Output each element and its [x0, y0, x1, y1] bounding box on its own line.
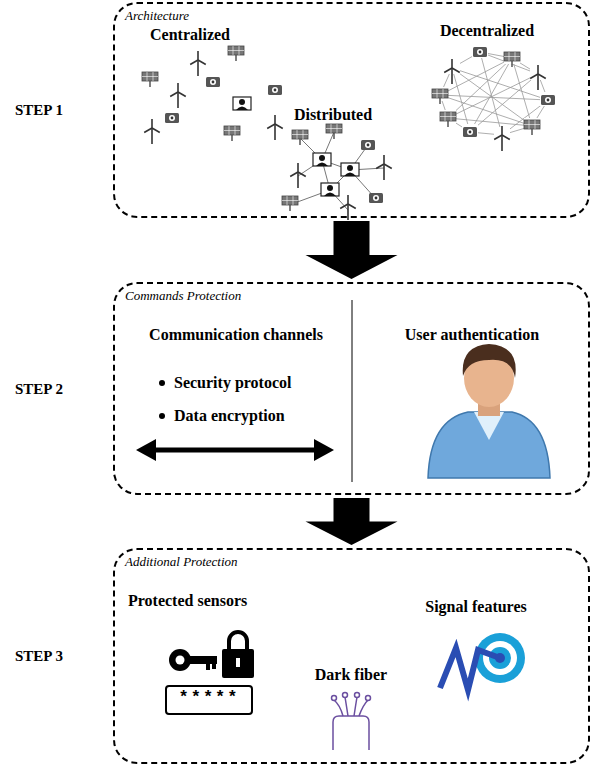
item-label: Decentralized — [440, 22, 534, 40]
mesh-device — [463, 127, 477, 137]
password-field — [166, 686, 252, 714]
item-label: Centralized — [150, 26, 230, 44]
step-label: STEP 1 — [15, 102, 63, 119]
item-label: Distributed — [294, 106, 372, 124]
panel-heading: Commands Protection — [125, 288, 241, 304]
mesh-device — [444, 59, 460, 84]
block-arrow — [306, 221, 398, 279]
double-arrow — [136, 439, 334, 461]
mesh-link — [448, 118, 532, 126]
divider-line — [352, 300, 353, 482]
distributed-network — [282, 124, 392, 220]
mesh-device — [494, 126, 510, 151]
mesh-device — [504, 52, 520, 67]
mesh-device — [524, 120, 540, 135]
signal-icon — [440, 633, 525, 690]
mesh-device — [473, 47, 487, 57]
step-label: STEP 3 — [15, 648, 63, 665]
mesh-device — [432, 89, 448, 104]
fiber-cable-icon — [332, 693, 371, 751]
mesh-ground — [472, 44, 488, 58]
bullet — [159, 413, 165, 419]
distributed-links — [292, 132, 384, 210]
panel-heading: Architecture — [125, 8, 189, 24]
panel-heading: Additional Protection — [125, 554, 238, 570]
mesh-device — [541, 95, 555, 105]
item-label: Dark fiber — [315, 666, 387, 684]
block-arrow — [306, 498, 398, 545]
mesh-ground — [540, 92, 556, 106]
step-label: STEP 2 — [15, 380, 63, 397]
step-panel: STEP 3Additional Protection — [113, 548, 590, 764]
user-avatar — [428, 344, 550, 478]
key-lock-icon — [169, 632, 254, 678]
decentralized-network — [432, 44, 556, 151]
centralized-network — [142, 46, 283, 144]
mesh-ground — [462, 124, 478, 138]
mesh-link — [448, 74, 538, 118]
item-label: Communication channels — [149, 326, 323, 344]
item-label: Protected sensors — [128, 592, 247, 610]
item-label: Signal features — [425, 598, 526, 616]
item-label: Data encryption — [174, 407, 285, 425]
password-mask: ***** — [178, 689, 239, 708]
mesh-link — [512, 58, 532, 126]
item-label: User authentication — [405, 326, 539, 344]
item-label: Security protocol — [174, 374, 291, 392]
bullet — [159, 380, 165, 386]
mesh-device — [530, 65, 546, 90]
mesh-device — [440, 112, 456, 127]
